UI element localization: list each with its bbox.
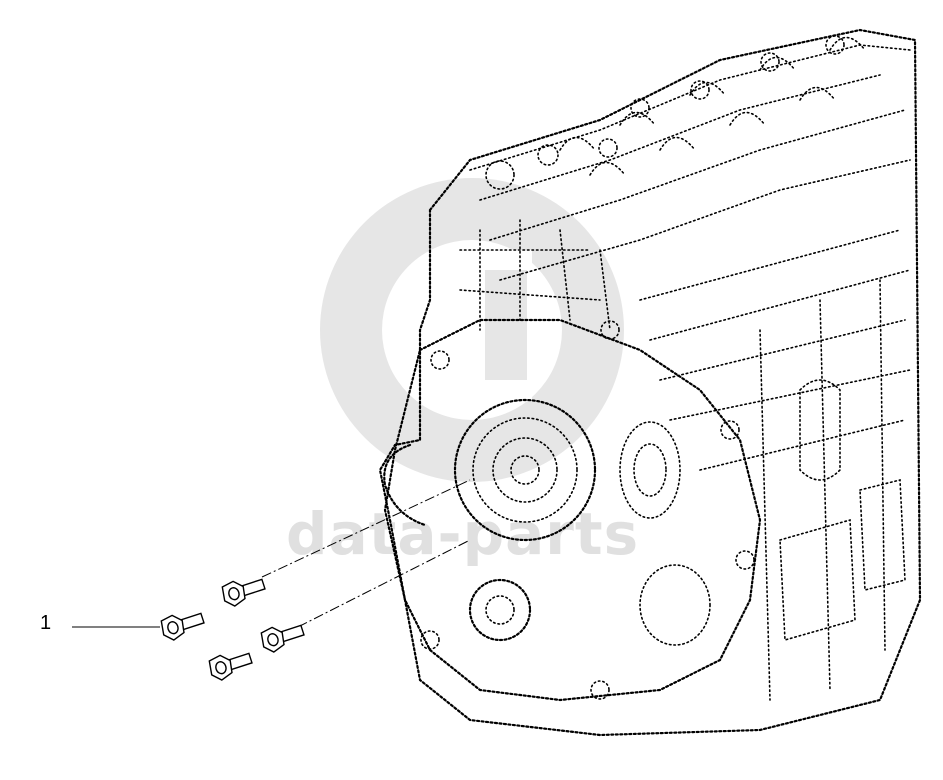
assembly-line	[261, 479, 471, 578]
bolt-item-1	[160, 612, 205, 641]
bolt	[221, 578, 266, 607]
watermark-text: data-parts	[286, 500, 640, 568]
callout-number-1: 1	[40, 612, 52, 634]
bolt	[260, 624, 305, 653]
bolt	[208, 652, 253, 681]
assembly-line	[297, 539, 471, 628]
